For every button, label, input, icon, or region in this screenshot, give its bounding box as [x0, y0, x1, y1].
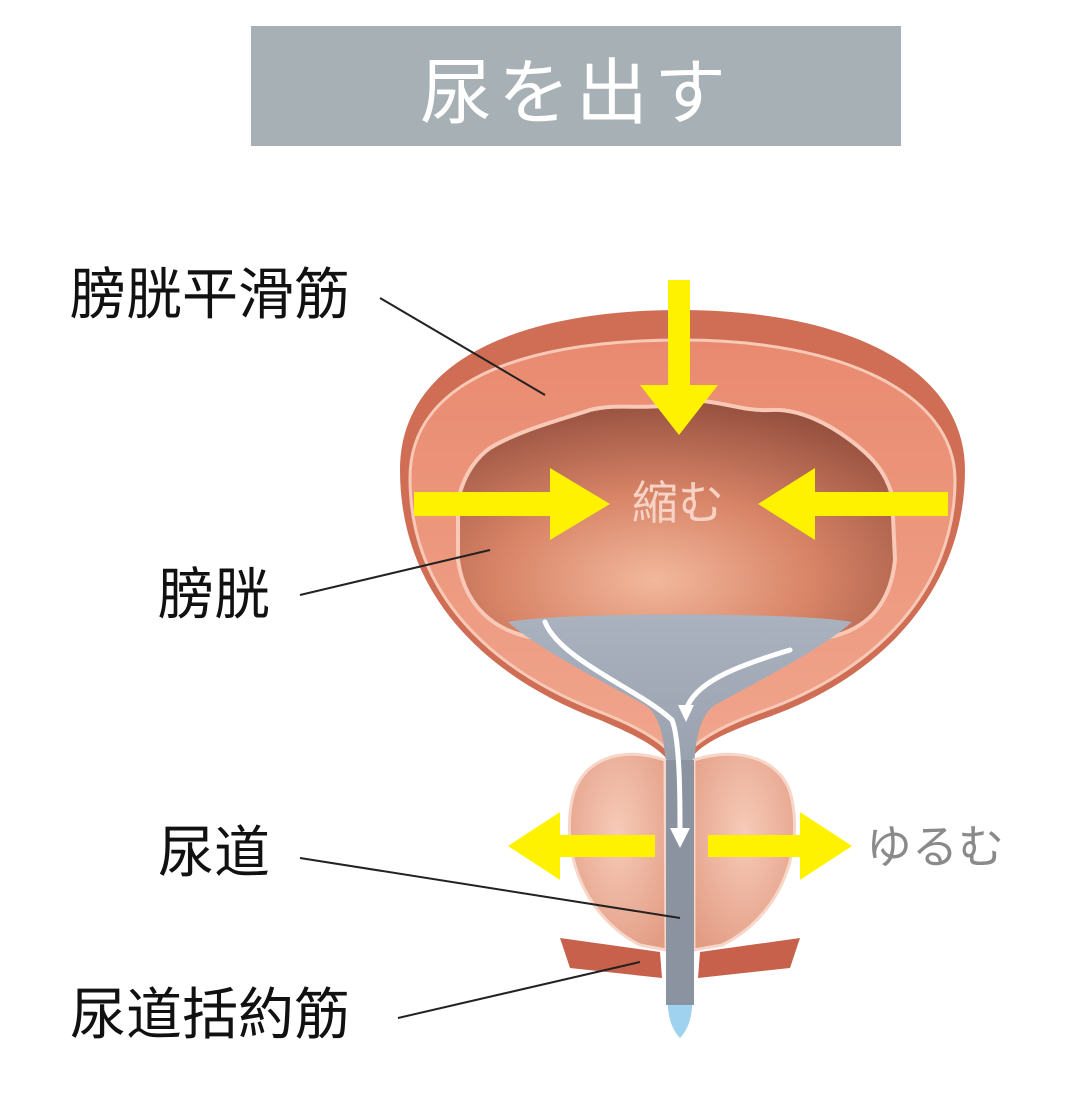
flow-arrows: [542, 619, 793, 833]
label-sphincter: 尿道括約筋: [70, 983, 350, 1048]
leader-lines: [299, 297, 681, 1019]
page-title: 尿を出す: [419, 50, 732, 135]
urine-drop: [668, 1005, 692, 1038]
urethra-tube: [666, 760, 694, 1005]
flow-arrowhead: [670, 828, 690, 848]
label-bladder-muscle: 膀胱平滑筋: [70, 263, 350, 328]
label-urethra: 尿道: [158, 821, 270, 886]
sphincter-muscle: [560, 938, 800, 978]
title-banner: 尿を出す: [251, 26, 901, 146]
action-relax: ゆるむ: [866, 820, 1004, 874]
label-bladder: 膀胱: [158, 563, 270, 628]
action-contract: 縮む: [632, 476, 724, 530]
flow-arrowhead: [678, 705, 694, 722]
relax-arrows: [508, 812, 852, 880]
contract-arrows: [414, 280, 948, 540]
